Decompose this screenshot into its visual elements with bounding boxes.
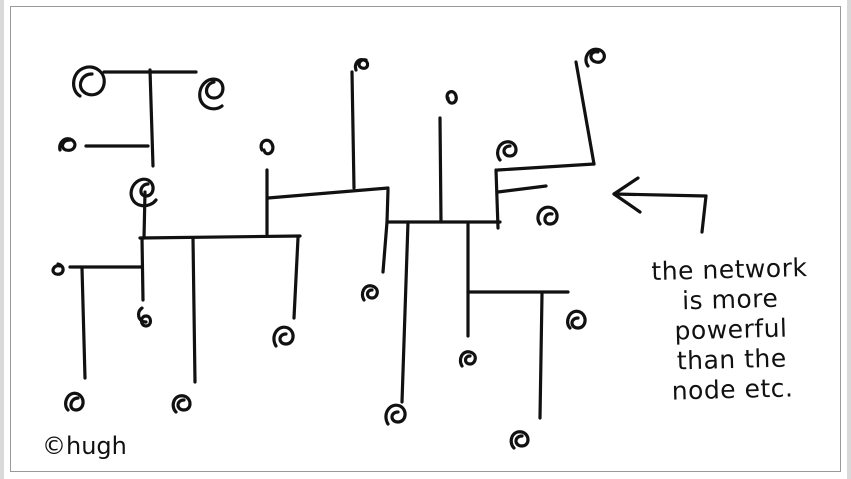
page-edge-left [0, 0, 4, 479]
page-edge-right [847, 0, 851, 479]
caption-line-4: than the [676, 343, 788, 376]
caption-line-1: the network [651, 252, 808, 287]
left-arrow-icon [612, 176, 708, 234]
network-lines [68, 60, 596, 420]
artist-signature: ©hugh [42, 432, 127, 460]
caption-line-5: node etc. [671, 373, 794, 406]
cartoon-caption: the network is more powerful than the no… [634, 253, 828, 408]
caption-line-2: is more [681, 283, 779, 316]
swirl-node-icon [51, 47, 606, 450]
